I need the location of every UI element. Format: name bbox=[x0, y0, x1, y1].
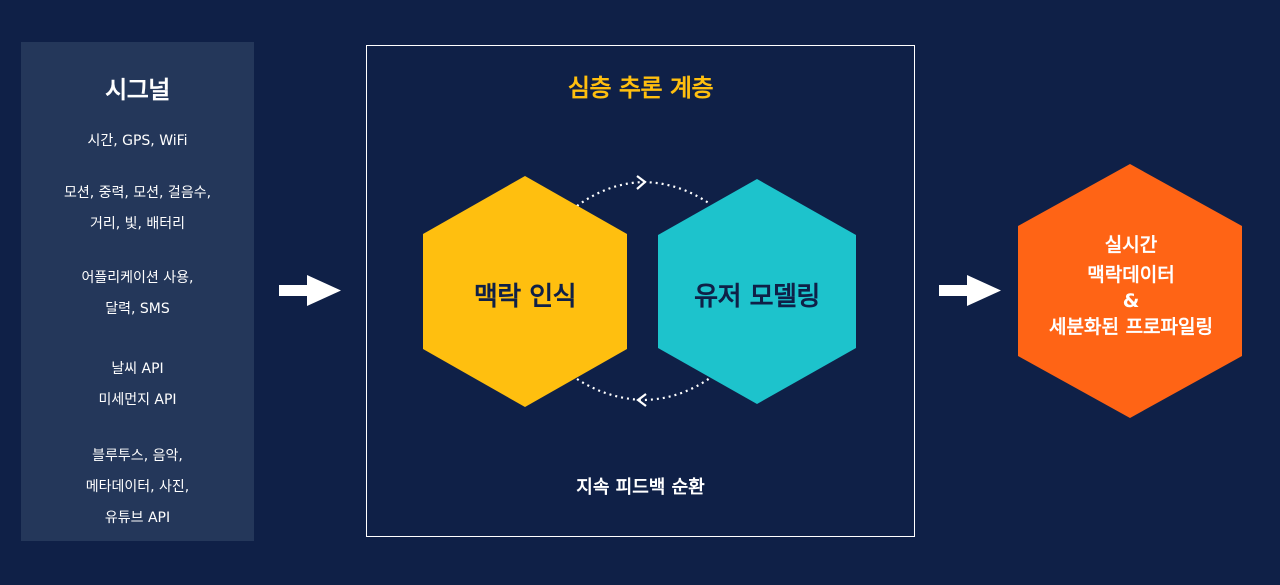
signal-group-location: 시간, GPS, WiFi bbox=[21, 126, 254, 157]
signal-group-app: 어플리케이션 사용, 달력, SMS bbox=[21, 263, 254, 325]
reasoning-layer-box: 심층 추론 계층 지속 피드백 순환 bbox=[366, 45, 915, 537]
flow-arrow-icon bbox=[939, 275, 1001, 306]
signal-item: 미세먼지 API bbox=[98, 392, 177, 408]
feedback-loop-label: 지속 피드백 순환 bbox=[576, 477, 705, 498]
signal-item: 날씨 API bbox=[111, 361, 164, 377]
signals-title: 시그널 bbox=[105, 76, 170, 104]
output-hexagon bbox=[1018, 164, 1242, 418]
output-line: 실시간 bbox=[1104, 234, 1158, 256]
signal-item: 거리, 빛, 배터리 bbox=[89, 216, 186, 232]
feedback-arrowhead-right-icon bbox=[636, 175, 647, 190]
signal-item: 시간, GPS, WiFi bbox=[87, 133, 188, 149]
context-awareness-hexagon bbox=[423, 176, 627, 407]
user-modeling-hexagon bbox=[658, 179, 856, 404]
signal-item: 블루투스, 음악, bbox=[92, 448, 183, 464]
feedback-arc-bottom bbox=[576, 377, 711, 402]
signals-panel: 시그널 시간, GPS, WiFi 모션, 중력, 모션, 걸음수, 거리, 빛… bbox=[21, 42, 254, 541]
context-awareness-label: 맥락 인식 bbox=[473, 282, 577, 312]
signal-group-media: 블루투스, 음악, 메타데이터, 사진, 유튜브 API bbox=[21, 441, 254, 534]
output-line: & bbox=[1122, 290, 1140, 312]
flow-arrow-icon bbox=[279, 275, 341, 306]
output-label: 실시간 맥락데이터 & 세분화된 프로파일링 bbox=[1020, 230, 1242, 342]
signal-group-environment: 날씨 API 미세먼지 API bbox=[21, 354, 254, 416]
feedback-arc-top bbox=[576, 180, 711, 207]
output-line: 맥락데이터 bbox=[1087, 264, 1175, 286]
signal-item: 어플리케이션 사용, bbox=[81, 270, 194, 286]
signal-item: 달력, SMS bbox=[105, 301, 170, 317]
signal-item: 메타데이터, 사진, bbox=[85, 479, 190, 495]
user-modeling-label: 유저 모델링 bbox=[694, 282, 820, 312]
feedback-arrowhead-left-icon bbox=[636, 393, 647, 407]
signal-item: 유튜브 API bbox=[104, 510, 171, 526]
signal-item: 모션, 중력, 모션, 걸음수, bbox=[63, 185, 212, 201]
reasoning-layer-title: 심층 추론 계층 bbox=[567, 74, 714, 102]
signal-group-motion: 모션, 중력, 모션, 걸음수, 거리, 빛, 배터리 bbox=[21, 178, 254, 240]
output-line: 세분화된 프로파일링 bbox=[1049, 316, 1213, 338]
